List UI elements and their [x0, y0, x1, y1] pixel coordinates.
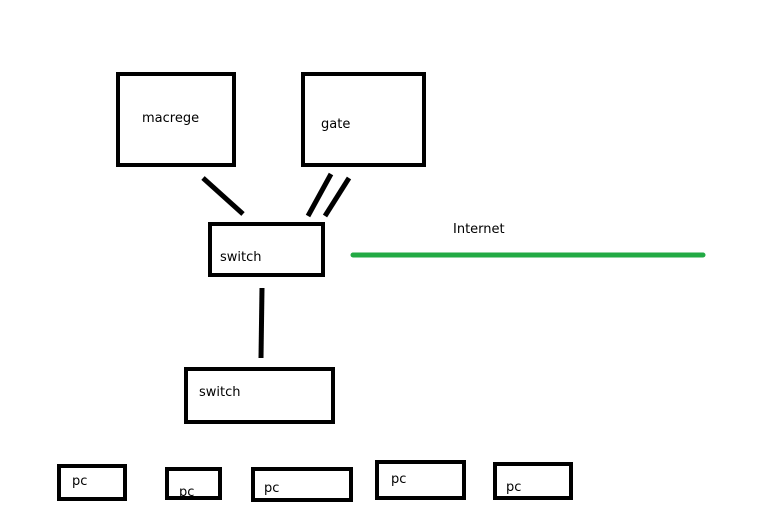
pc-label-3: pc [264, 481, 280, 496]
internet-label: Internet [453, 222, 505, 237]
pc-label-1: pc [72, 474, 88, 489]
macrege-node [116, 72, 236, 167]
gate-label: gate [321, 117, 351, 132]
pc-node-5 [493, 462, 573, 500]
switch-bottom-label: switch [199, 385, 241, 400]
switch-bottom-node [184, 367, 335, 424]
pc-node-4 [375, 460, 466, 500]
pc-node-1 [57, 464, 127, 501]
pc-label-5: pc [506, 480, 522, 495]
switch-top-label: switch [220, 250, 262, 265]
switch-top-node [208, 222, 325, 277]
link-gate-switch-1 [305, 172, 334, 218]
pc-node-2 [165, 467, 222, 500]
pc-label-4: pc [391, 472, 407, 487]
macrege-label: macrege [142, 111, 200, 126]
link-switch-switch [258, 287, 265, 359]
gate-node [301, 72, 426, 167]
pc-node-3 [251, 467, 353, 502]
pc-label-2: pc [179, 485, 195, 500]
link-macrege-switch [201, 176, 245, 216]
link-gate-switch-2 [322, 176, 352, 218]
